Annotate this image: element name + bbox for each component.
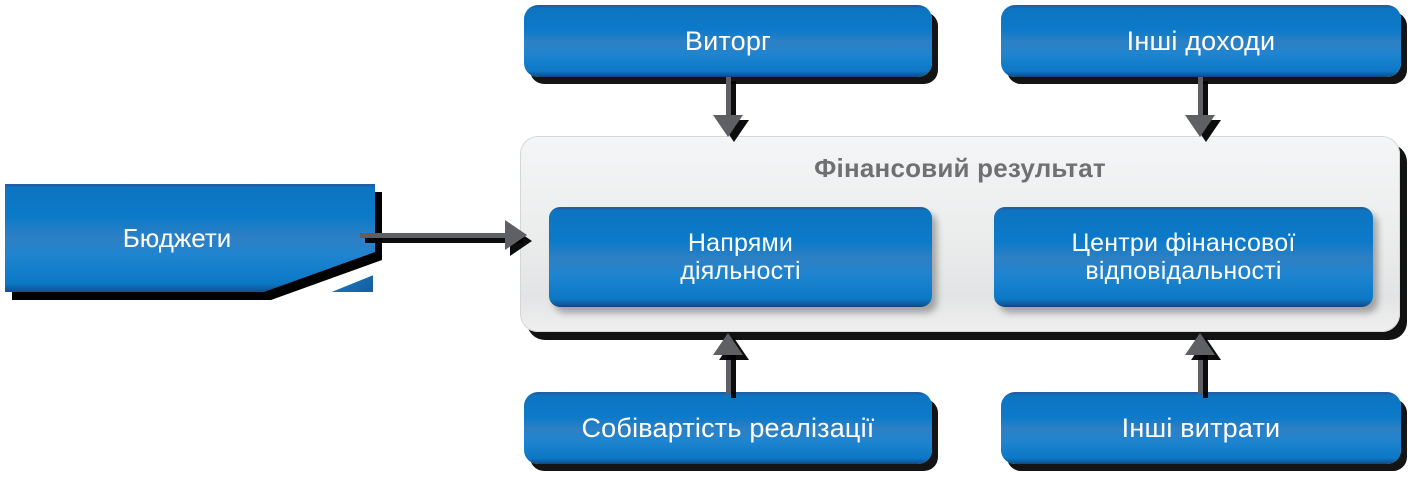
arrow-down-icon bbox=[713, 115, 743, 137]
node-financial-result[interactable]: Фінансовий результат Напрями діяльності … bbox=[520, 136, 1400, 332]
node-cost-of-sales[interactable]: Собівартість реалізації bbox=[524, 392, 932, 464]
node-other-expenses-label: Інші витрати bbox=[1121, 412, 1281, 443]
node-other-income[interactable]: Інші доходи bbox=[1001, 5, 1401, 77]
arrow-up-icon bbox=[713, 333, 743, 355]
node-revenue[interactable]: Виторг bbox=[524, 5, 932, 77]
connector-line bbox=[1198, 77, 1203, 123]
arrow-up-icon bbox=[1185, 333, 1215, 355]
connector-line bbox=[1198, 346, 1203, 394]
node-financial-responsibility-centers-label: Центри фінансової відповідальності bbox=[1071, 229, 1296, 285]
connector-line bbox=[726, 346, 731, 394]
arrow-right-icon bbox=[505, 220, 527, 250]
arrow-down-icon bbox=[1185, 115, 1215, 137]
node-activity-directions[interactable]: Напрями діяльності bbox=[549, 207, 932, 307]
node-financial-responsibility-centers[interactable]: Центри фінансової відповідальності bbox=[994, 207, 1373, 307]
node-financial-result-title: Фінансовий результат bbox=[814, 153, 1106, 183]
connector-line bbox=[726, 77, 731, 123]
node-cost-of-sales-label: Собівартість реалізації bbox=[581, 412, 875, 443]
node-budgets[interactable]: Бюджети bbox=[5, 184, 382, 300]
node-budgets-label: Бюджети bbox=[122, 222, 232, 253]
node-budgets-body: Бюджети bbox=[5, 184, 375, 292]
connector-line bbox=[360, 233, 518, 238]
node-revenue-label: Виторг bbox=[684, 25, 772, 56]
node-other-expenses[interactable]: Інші витрати bbox=[1001, 392, 1401, 464]
node-other-income-label: Інші доходи bbox=[1126, 25, 1276, 56]
node-activity-directions-label: Напрями діяльності bbox=[680, 229, 801, 285]
